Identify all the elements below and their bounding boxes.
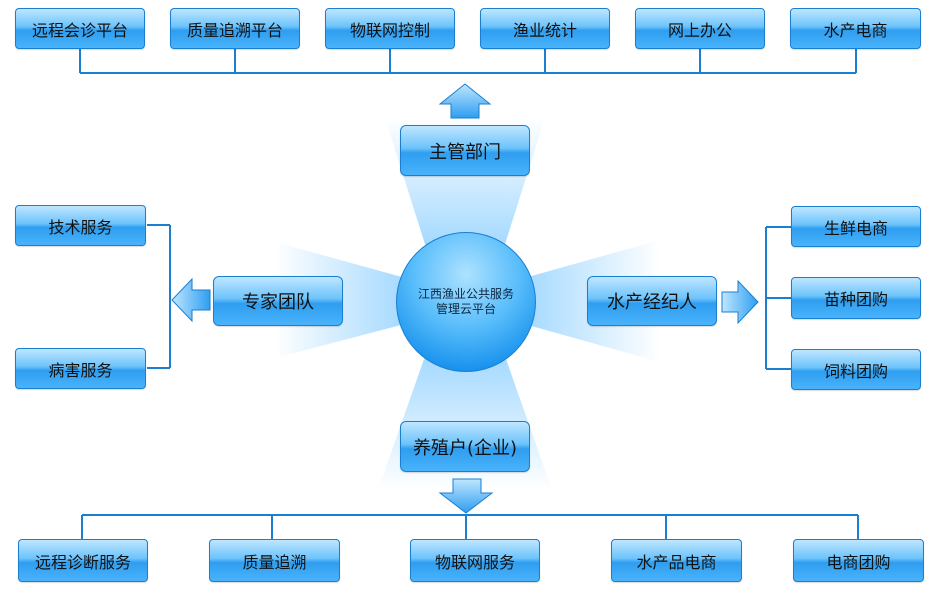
group-aquatic-broker: 水产经纪人: [587, 276, 717, 326]
bottom-item-label: 电商团购: [826, 552, 891, 572]
bottom-item-quality-trace: 质量追溯: [209, 539, 340, 582]
top-item-label: 远程会诊平台: [31, 20, 128, 40]
left-item-disease-service: 病害服务: [15, 348, 146, 389]
top-connectors: [79, 49, 857, 74]
left-item-label: 技术服务: [48, 217, 113, 237]
left-item-label: 病害服务: [48, 360, 113, 380]
bottom-item-ecommerce-group-buy: 电商团购: [793, 539, 924, 582]
right-item-label: 饲料团购: [823, 361, 888, 381]
hub-title-line1: 江西渔业公共服务: [417, 287, 514, 301]
top-item-iot-control: 物联网控制: [325, 8, 455, 49]
group-expert-team: 专家团队: [213, 276, 343, 326]
right-item-fresh-ecommerce: 生鲜电商: [791, 206, 921, 247]
group-authority: 主管部门: [400, 125, 530, 176]
right-item-label: 苗种团购: [823, 290, 888, 309]
top-item-label: 质量追溯平台: [186, 20, 283, 40]
bottom-item-remote-diagnosis: 远程诊断服务: [18, 539, 148, 582]
top-item-remote-consult: 远程会诊平台: [15, 8, 145, 49]
ray-left: [275, 242, 420, 358]
arrow-up: [438, 83, 492, 119]
right-item-fry-group-buy: 苗种团购: [791, 277, 921, 319]
top-item-label: 物联网控制: [349, 20, 430, 40]
top-item-label: 水产电商: [823, 20, 888, 40]
arrow-left: [171, 277, 211, 323]
top-item-label: 网上办公: [667, 20, 732, 40]
hub-title-line2: 管理云平台: [435, 302, 496, 316]
right-item-feed-group-buy: 饲料团购: [791, 349, 921, 390]
group-label: 水产经纪人: [607, 292, 697, 313]
ray-right: [510, 240, 660, 362]
bottom-item-aquatic-product-ecommerce: 水产品电商: [611, 539, 742, 582]
bottom-item-label: 远程诊断服务: [34, 552, 131, 572]
bottom-item-label: 水产品电商: [636, 552, 717, 572]
bottom-item-label: 物联网服务: [434, 552, 515, 572]
group-farmer-enterprise: 养殖户(企业): [400, 421, 530, 472]
bottom-item-iot-service: 物联网服务: [410, 539, 540, 582]
right-item-label: 生鲜电商: [823, 218, 888, 238]
bottom-item-label: 质量追溯: [242, 552, 307, 572]
group-label: 养殖户(企业): [412, 437, 518, 459]
platform-hub: 江西渔业公共服务 管理云平台: [396, 232, 536, 372]
arrow-right: [721, 279, 759, 325]
left-connectors: [147, 224, 171, 369]
top-item-aquatic-ecommerce: 水产电商: [790, 8, 921, 49]
top-item-online-office: 网上办公: [635, 8, 765, 49]
left-item-tech-service: 技术服务: [15, 205, 146, 246]
group-label: 主管部门: [429, 141, 501, 163]
top-item-fishery-stats: 渔业统计: [480, 8, 610, 49]
group-label: 专家团队: [242, 292, 314, 313]
top-item-label: 渔业统计: [512, 20, 577, 40]
arrow-down: [438, 478, 494, 514]
top-item-quality-trace: 质量追溯平台: [170, 8, 300, 49]
bottom-connectors: [81, 514, 859, 539]
right-connectors: [765, 226, 791, 370]
